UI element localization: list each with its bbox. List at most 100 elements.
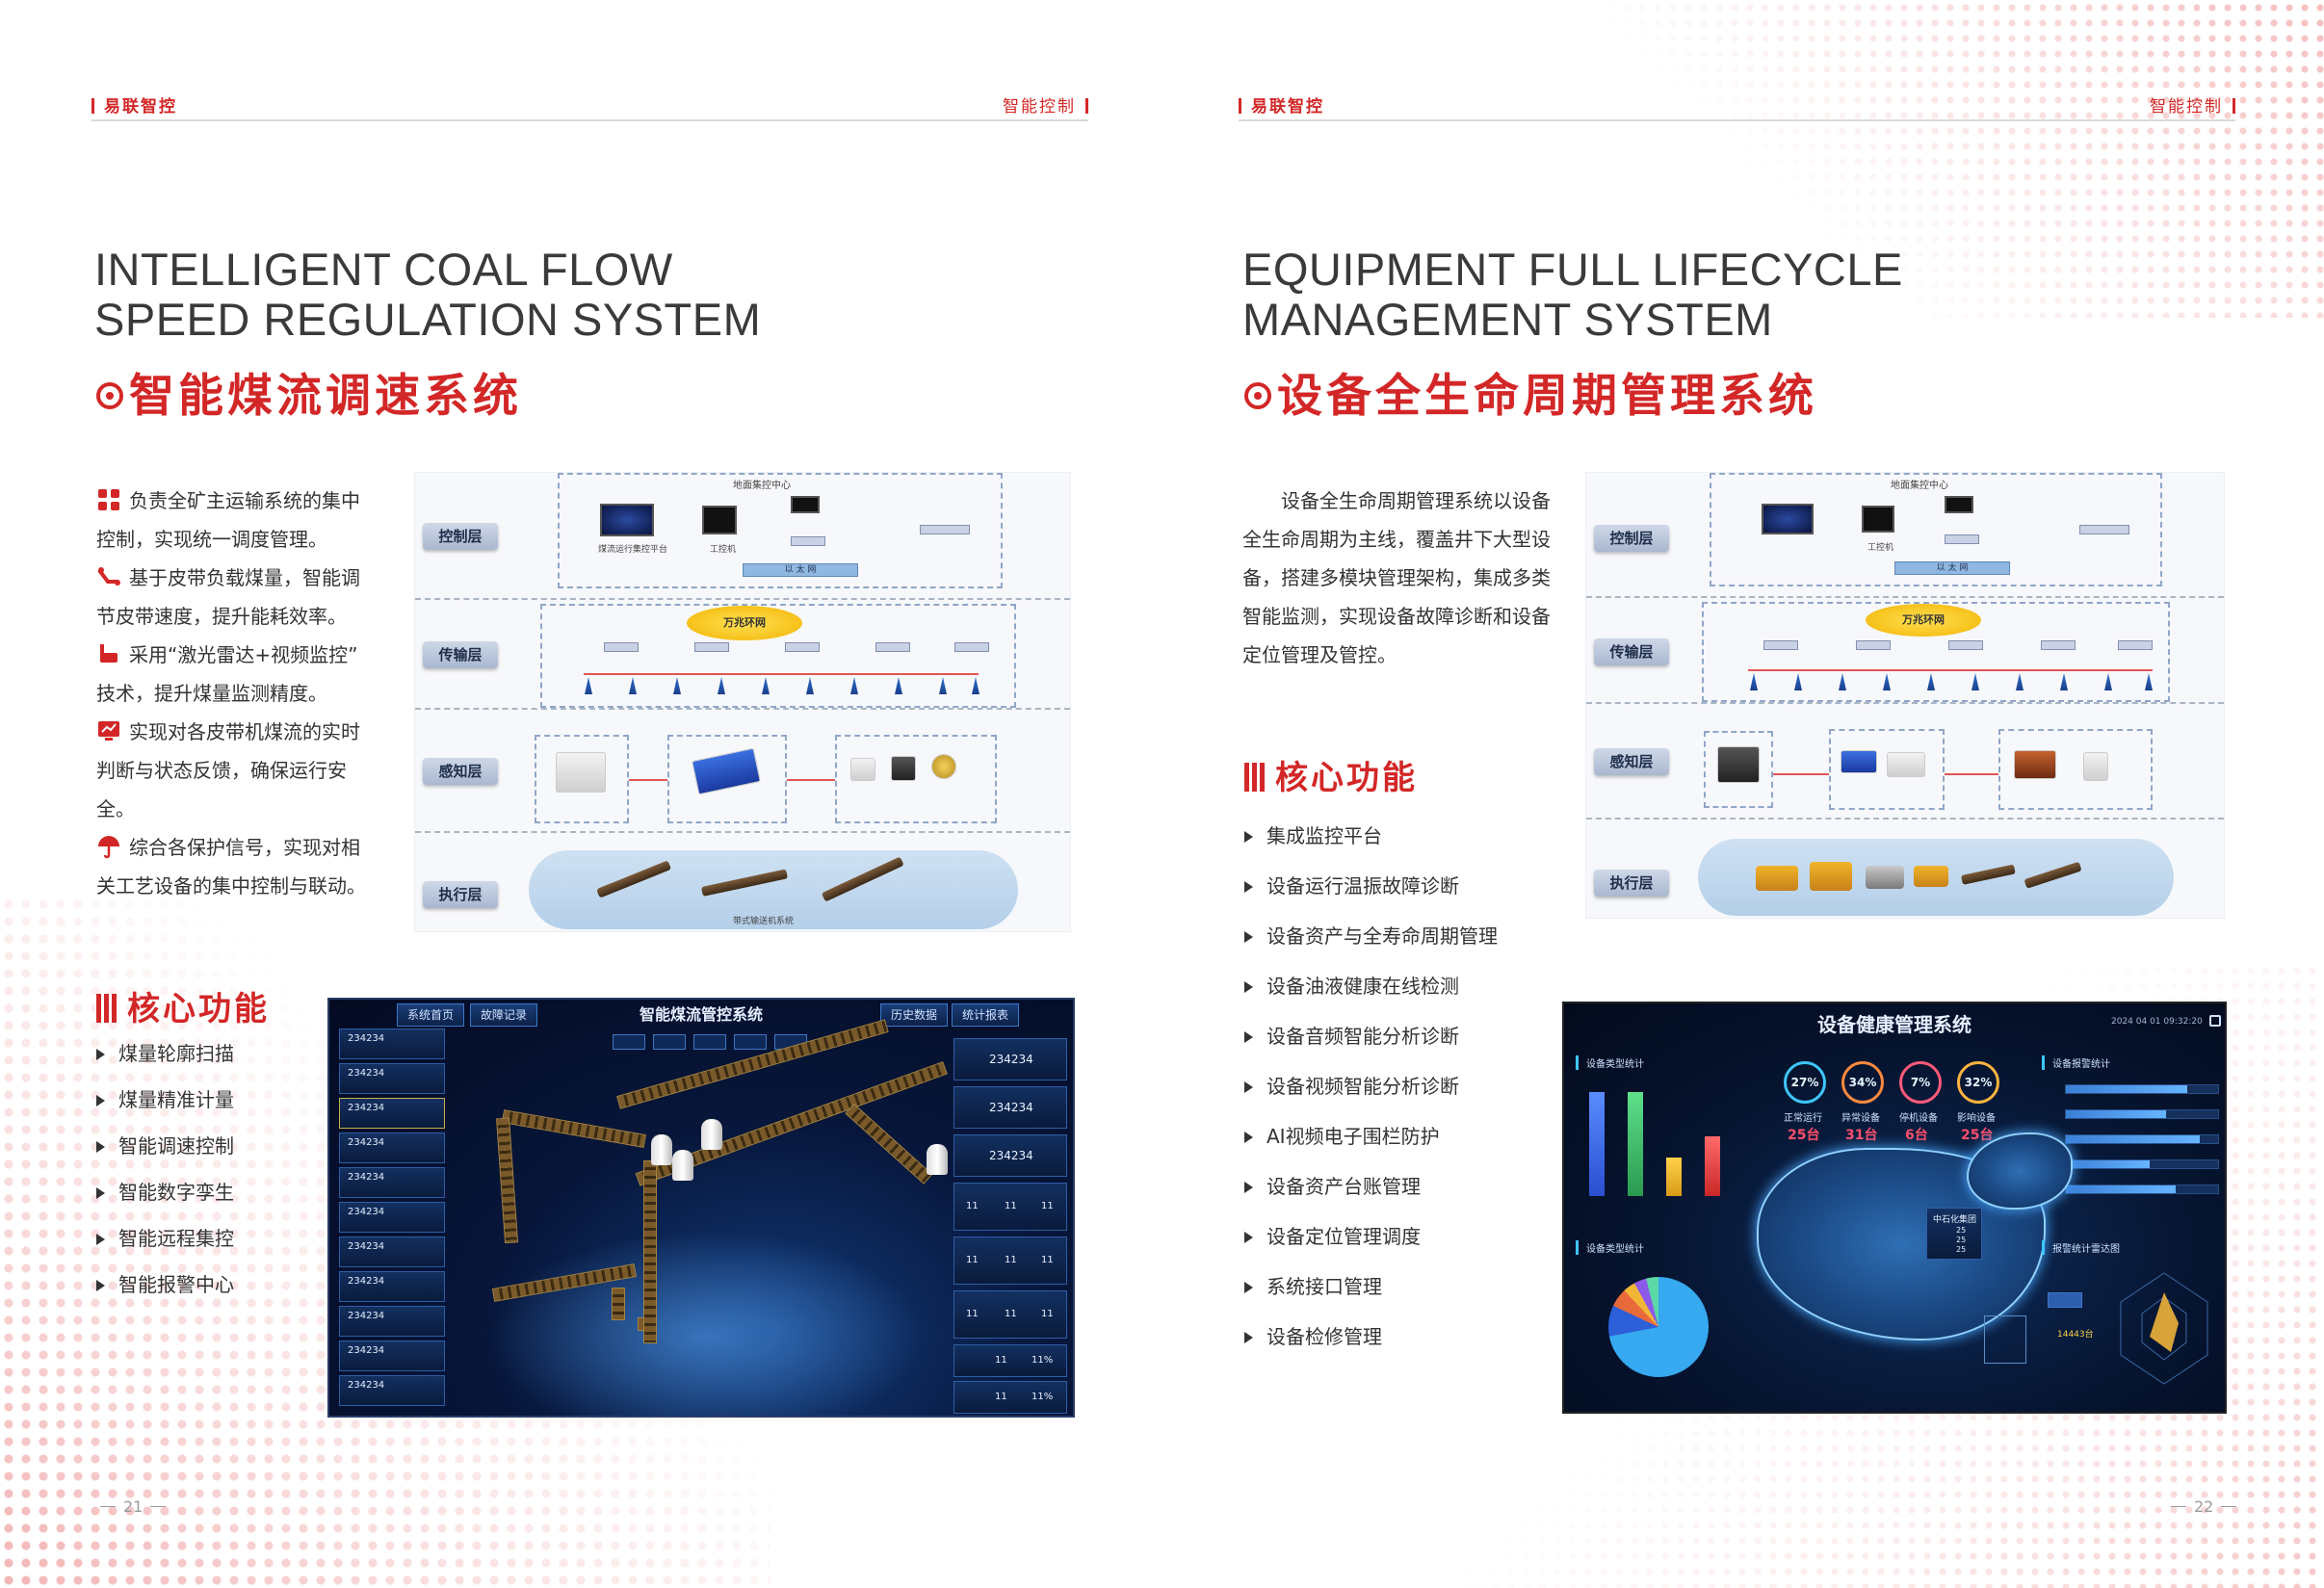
umbrella-icon — [98, 836, 119, 859]
list-card[interactable]: 234234 — [339, 1132, 445, 1163]
sensor-link — [629, 779, 667, 781]
workstation-screen — [702, 506, 737, 534]
filter-chip[interactable] — [653, 1034, 686, 1050]
conveyor-belt — [845, 1103, 933, 1184]
list-card-value: 234234 — [348, 1380, 385, 1391]
list-card[interactable]: 234234 — [339, 1202, 445, 1233]
antenna-icon — [806, 677, 814, 694]
list-card[interactable]: 234234 — [339, 1375, 445, 1406]
workstation-label: 工控机 — [710, 545, 737, 555]
transmission-box — [540, 604, 1016, 708]
core-function-text: AI视频电子围栏防护 — [1266, 1125, 1440, 1148]
core-function-item: 设备油液健康在线检测 — [1244, 971, 1498, 1021]
kpi-label: 正常运行 — [1784, 1113, 1822, 1124]
header-section: 智能控制 — [1003, 92, 1088, 117]
english-title-line-2: SPEED REGULATION SYSTEM — [94, 294, 762, 345]
metric-card: 234234 — [953, 1086, 1067, 1129]
filter-chip[interactable] — [613, 1034, 645, 1050]
antenna-icon — [972, 677, 979, 694]
legend-value: 14443台 — [2057, 1330, 2094, 1340]
core-functions-heading: 核心功能 — [96, 982, 270, 1029]
antenna-icon — [585, 677, 592, 694]
device-bar-chart — [1578, 1071, 1739, 1196]
antenna-icon — [629, 677, 637, 694]
triangle-bullet-icon — [96, 1095, 105, 1106]
filter-chip[interactable] — [693, 1034, 726, 1050]
page-left: 易联智控 智能控制 INTELLIGENT COAL FLOW SPEED RE… — [0, 0, 1162, 1588]
tab-fault-records[interactable]: 故障记录 — [470, 1003, 538, 1027]
core-function-text: 煤量轮廓扫描 — [118, 1042, 234, 1065]
alarm-bar-fill — [2066, 1160, 2150, 1168]
stat-value: 11 — [1005, 1201, 1017, 1211]
chinese-title-text: 智能煤流调速系统 — [129, 370, 522, 423]
page-right: 易联智控 智能控制 EQUIPMENT FULL LIFECYCLE MANAG… — [1162, 0, 2324, 1588]
feature-item: 负责全矿主运输系统的集中 控制，实现统一调度管理。 — [96, 482, 385, 559]
ethernet-bar: 以 太 网 — [743, 563, 858, 577]
alarm-bar — [2065, 1159, 2219, 1169]
stat-value: 11 — [1041, 1201, 1054, 1211]
chinese-title-text: 设备全生命周期管理系统 — [1277, 370, 1817, 423]
list-card[interactable]: 234234 — [339, 1271, 445, 1302]
coal-flow-dashboard: 智能煤流管控系统 系统首页 故障记录 历史数据 统计报表 234234 2342… — [327, 998, 1075, 1418]
panel-label: 报警统计雷达图 — [2042, 1240, 2120, 1255]
kpi-ring: 27% — [1784, 1061, 1826, 1104]
kpi-count: 6台 — [1905, 1128, 1928, 1143]
feature-text: 负责全矿主运输系统的集中 — [129, 489, 360, 512]
sensor-link — [1945, 773, 1998, 775]
china-map-northeast — [1967, 1132, 2073, 1210]
layer-tag-execution: 执行层 — [1594, 870, 1669, 897]
list-card[interactable]: 234234 — [339, 1167, 445, 1198]
feature-text: 技术，提升煤量监测精度。 — [96, 682, 327, 705]
tab-statistics-report[interactable]: 统计报表 — [952, 1003, 1020, 1027]
core-function-text: 集成监控平台 — [1266, 824, 1382, 847]
core-function-text: 煤量精准计量 — [118, 1088, 234, 1111]
core-function-text: 智能数字孪生 — [118, 1181, 234, 1204]
transmission-layer-row — [1586, 598, 2224, 704]
tab-system-home[interactable]: 系统首页 — [397, 1003, 465, 1027]
triangle-bullet-icon — [1244, 1232, 1253, 1243]
antenna-icon — [2145, 673, 2153, 690]
header-brand: 易联智控 — [91, 92, 177, 117]
toggle-chip[interactable] — [2048, 1292, 2082, 1308]
conveyor-belt — [643, 1160, 657, 1343]
metric-card: 234234 — [953, 1134, 1067, 1177]
sensor-group-box — [1704, 731, 1773, 808]
triangle-bullet-icon — [1244, 1182, 1253, 1193]
filter-chip[interactable] — [734, 1034, 767, 1050]
list-card[interactable]: 234234 — [339, 1237, 445, 1267]
drill-graphic — [1914, 866, 1948, 887]
core-function-item: 智能报警中心 — [96, 1269, 234, 1315]
metric-value: 234234 — [989, 1149, 1033, 1162]
coal-silo — [651, 1134, 672, 1165]
list-card[interactable]: 234234 — [339, 1098, 445, 1129]
equipment-health-dashboard: 设备健康管理系统 2024 04 01 09:32:20 设备类型统计 27% … — [1562, 1002, 2227, 1414]
bar — [1705, 1136, 1720, 1196]
triangle-bullet-icon — [96, 1280, 105, 1291]
list-card[interactable]: 234234 — [339, 1028, 445, 1059]
alarm-bar — [2065, 1134, 2219, 1144]
feature-text: 节皮带速度，提升能耗效率。 — [96, 605, 347, 628]
stat-value: 11 — [966, 1309, 979, 1319]
triangle-bullet-icon — [96, 1187, 105, 1199]
core-function-text: 设备资产与全寿命周期管理 — [1266, 924, 1498, 948]
fullscreen-icon[interactable] — [2209, 1015, 2221, 1027]
feature-item: 采用“激光雷达+视频监控” 技术，提升煤量监测精度。 — [96, 636, 385, 713]
kpi-ring: 32% — [1957, 1061, 1999, 1104]
core-function-text: 智能报警中心 — [118, 1273, 234, 1296]
switch-device — [694, 642, 729, 652]
dashboard-left-list: 234234 234234 234234 234234 234234 23423… — [339, 1028, 445, 1414]
list-card[interactable]: 234234 — [339, 1063, 445, 1094]
list-card[interactable]: 234234 — [339, 1306, 445, 1337]
metric-value: 234234 — [989, 1053, 1033, 1066]
antenna-icon — [939, 677, 947, 694]
layer-tag-control: 控制层 — [1594, 525, 1669, 552]
tank-percent: 11% — [1031, 1392, 1054, 1402]
chinese-title: 智能煤流调速系统 — [96, 358, 522, 425]
stat-value: 11 — [966, 1201, 979, 1211]
english-title: INTELLIGENT COAL FLOW SPEED REGULATION S… — [94, 245, 761, 345]
radar-chart — [2120, 1272, 2208, 1385]
tab-history-data[interactable]: 历史数据 — [880, 1003, 949, 1027]
antenna-icon — [1971, 673, 1979, 690]
switch-device — [1763, 640, 1798, 650]
list-card[interactable]: 234234 — [339, 1341, 445, 1371]
